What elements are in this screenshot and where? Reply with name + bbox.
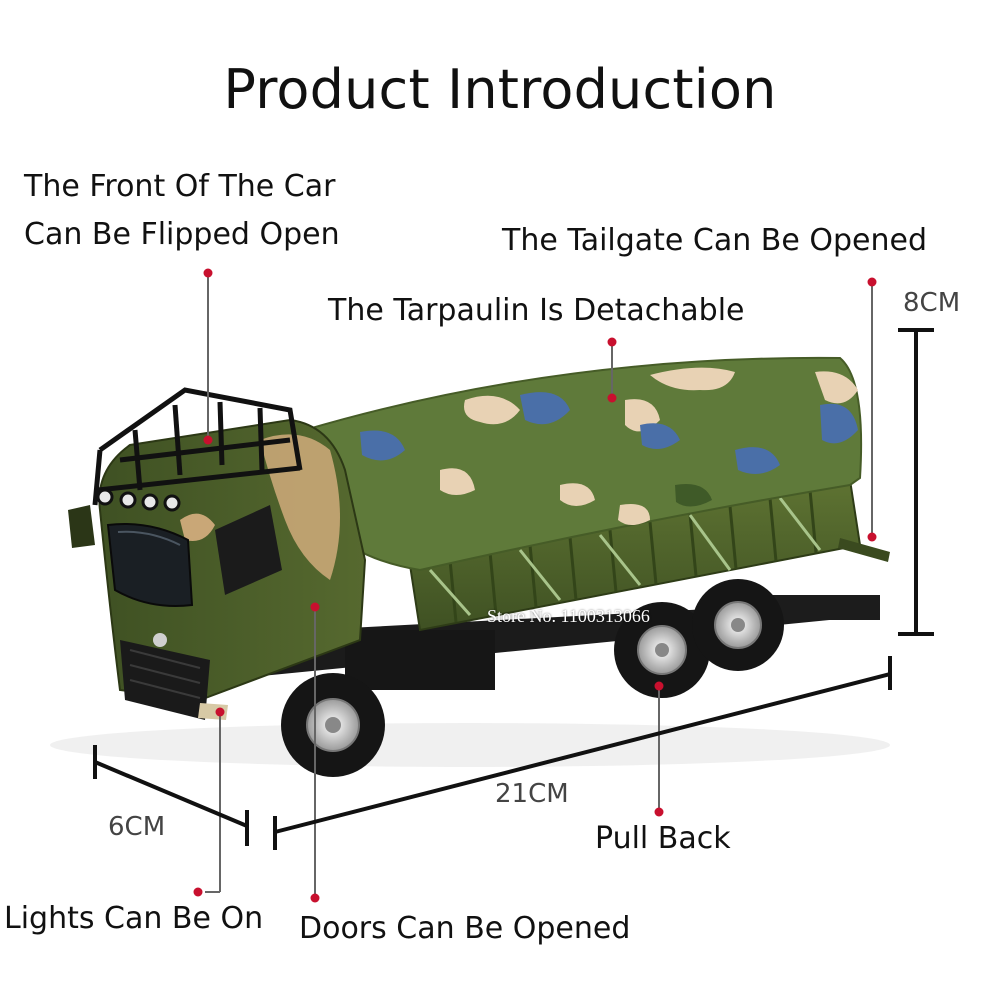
side-mirror xyxy=(68,505,95,548)
length-line xyxy=(274,672,891,834)
callout-dots xyxy=(193,268,877,903)
dot-lights xyxy=(193,887,203,897)
front-wheel xyxy=(281,673,385,777)
callout-tailgate: The Tailgate Can Be Opened xyxy=(502,223,928,258)
dot-doors-anchor xyxy=(310,602,320,612)
dimension-height-label: 8CM xyxy=(903,288,961,318)
dimension-length-label: 21CM xyxy=(495,779,569,809)
rear-wheel-2 xyxy=(692,579,784,671)
callout-pull-back: Pull Back xyxy=(595,821,731,856)
callout-leaders xyxy=(205,273,873,898)
width-line xyxy=(94,760,248,828)
dot-doors xyxy=(310,893,320,903)
dot-lights-anchor xyxy=(215,707,225,717)
roof-lights xyxy=(96,488,181,512)
callout-lights: Lights Can Be On xyxy=(4,901,264,936)
rear-wheel-1 xyxy=(614,602,710,698)
dot-tarpaulin xyxy=(607,337,617,347)
dot-pullback xyxy=(654,807,664,817)
dimension-markers xyxy=(93,328,934,850)
truck-cab xyxy=(98,418,367,720)
dot-tailgate-anchor xyxy=(867,532,877,542)
dot-front xyxy=(203,268,213,278)
dot-tailgate xyxy=(867,277,877,287)
callout-front-line2: Can Be Flipped Open xyxy=(24,217,340,252)
callout-doors: Doors Can Be Opened xyxy=(299,911,631,946)
dimension-width-label: 6CM xyxy=(108,812,166,842)
callout-tarpaulin: The Tarpaulin Is Detachable xyxy=(328,293,745,328)
logo-emblem xyxy=(153,633,167,647)
dot-front-anchor xyxy=(203,435,213,445)
store-watermark: Store No. 1100313066 xyxy=(487,606,650,626)
roof-rack xyxy=(92,387,303,506)
tailgate xyxy=(838,538,890,562)
ground-shadow xyxy=(50,723,890,767)
dot-pullback-anchor xyxy=(654,681,664,691)
page-title: Product Introduction xyxy=(223,58,777,121)
callout-front-line1: The Front Of The Car xyxy=(24,169,336,204)
dot-tarpaulin-anchor xyxy=(607,393,617,403)
